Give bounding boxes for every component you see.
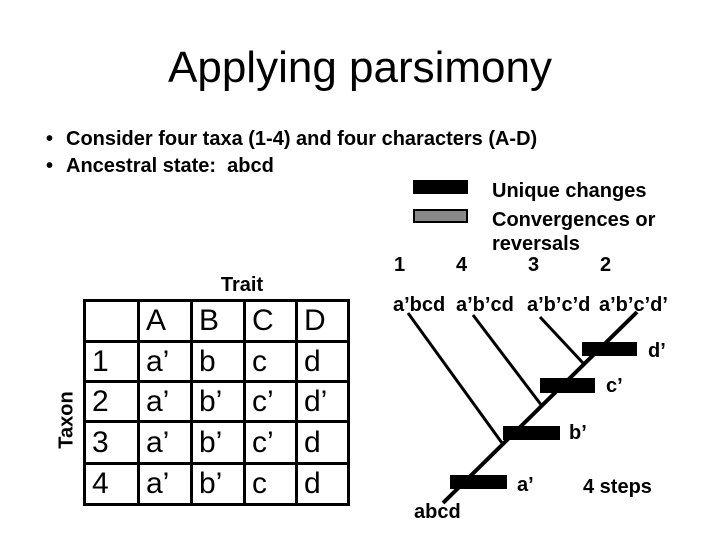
row-header: 3 <box>83 420 140 465</box>
table-cell: c’ <box>243 420 298 465</box>
change-label-c: c’ <box>606 375 623 397</box>
table-cell: b’ <box>190 462 246 506</box>
row-header: 2 <box>83 380 140 423</box>
bullet-icon: • <box>46 128 54 150</box>
table-cell: c <box>243 462 298 506</box>
table-cell: a’ <box>137 340 193 383</box>
tree-tip-number-1: 1 <box>394 254 406 276</box>
tree-branch-taxon-1 <box>406 312 504 444</box>
convergences-swatch <box>413 209 468 223</box>
unique-changes-swatch <box>413 180 468 194</box>
change-label-a: a’ <box>517 474 534 496</box>
steps-count-label: 4 steps <box>583 476 652 498</box>
unique-change-bar-b <box>503 426 560 440</box>
table-title: Trait <box>220 274 264 296</box>
tree-tip-state-4: a’b’cd <box>456 294 514 316</box>
bullet-list: • Consider four taxa (1-4) and four char… <box>40 126 600 180</box>
table-header-row: A B C D <box>83 299 350 343</box>
table-cell: d <box>295 420 350 465</box>
bullet-item: • Consider four taxa (1-4) and four char… <box>40 126 600 153</box>
tree-tip-number-3: 3 <box>528 254 540 276</box>
character-matrix-table: A B C D 1 a’ b c d 2 a’ b’ c’ d’ 3 a’ b’… <box>83 299 350 506</box>
change-label-d: d’ <box>648 340 666 362</box>
slide-title: Applying parsimony <box>168 43 552 92</box>
bullet-text: Ancestral state: abcd <box>66 155 274 177</box>
tree-tip-state-2: a’b’c’d’ <box>599 294 668 316</box>
tree-tip-state-3: a’b’c’d <box>527 294 591 316</box>
unique-change-bar-c <box>540 378 595 393</box>
root-state-label: abcd <box>414 501 461 523</box>
table-cell: c <box>243 340 298 383</box>
column-header: A <box>137 299 193 343</box>
column-header: B <box>190 299 246 343</box>
column-header: C <box>243 299 298 343</box>
table-cell: d’ <box>295 380 350 423</box>
table-row: 4 a’ b’ c d <box>83 462 350 506</box>
bullet-item: • Ancestral state: abcd <box>40 153 600 180</box>
table-cell: d <box>295 462 350 506</box>
table-row: 2 a’ b’ c’ d’ <box>83 380 350 423</box>
unique-change-bar-d <box>582 342 637 356</box>
tree-branch-taxon-3 <box>538 315 585 365</box>
change-label-b: b’ <box>569 422 587 444</box>
tree-tip-state-1: a’bcd <box>393 294 446 316</box>
bullet-icon: • <box>46 155 54 177</box>
column-header: D <box>295 299 350 343</box>
table-cell: a’ <box>137 380 193 423</box>
table-corner-cell <box>83 299 140 343</box>
tree-tip-number-2: 2 <box>600 254 612 276</box>
table-row: 1 a’ b c d <box>83 340 350 383</box>
row-header: 1 <box>83 340 140 383</box>
table-row-axis-label: Taxon <box>55 391 78 449</box>
table-cell: d <box>295 340 350 383</box>
tree-tip-number-4: 4 <box>456 254 468 276</box>
tree-spine-branch <box>441 310 639 505</box>
table-cell: b’ <box>190 420 246 465</box>
table-cell: b <box>190 340 246 383</box>
table-cell: c’ <box>243 380 298 423</box>
cladogram <box>406 310 639 505</box>
table-row: 3 a’ b’ c’ d <box>83 420 350 465</box>
row-header: 4 <box>83 462 140 506</box>
table-cell: a’ <box>137 420 193 465</box>
unique-change-bar-a <box>450 475 507 489</box>
bullet-text: Consider four taxa (1-4) and four charac… <box>66 128 538 150</box>
tree-branch-taxon-4 <box>471 314 544 407</box>
table-cell: b’ <box>190 380 246 423</box>
unique-changes-label: Unique changes <box>492 180 647 202</box>
convergences-label: Convergences or reversals <box>492 209 656 255</box>
table-cell: a’ <box>137 462 193 506</box>
